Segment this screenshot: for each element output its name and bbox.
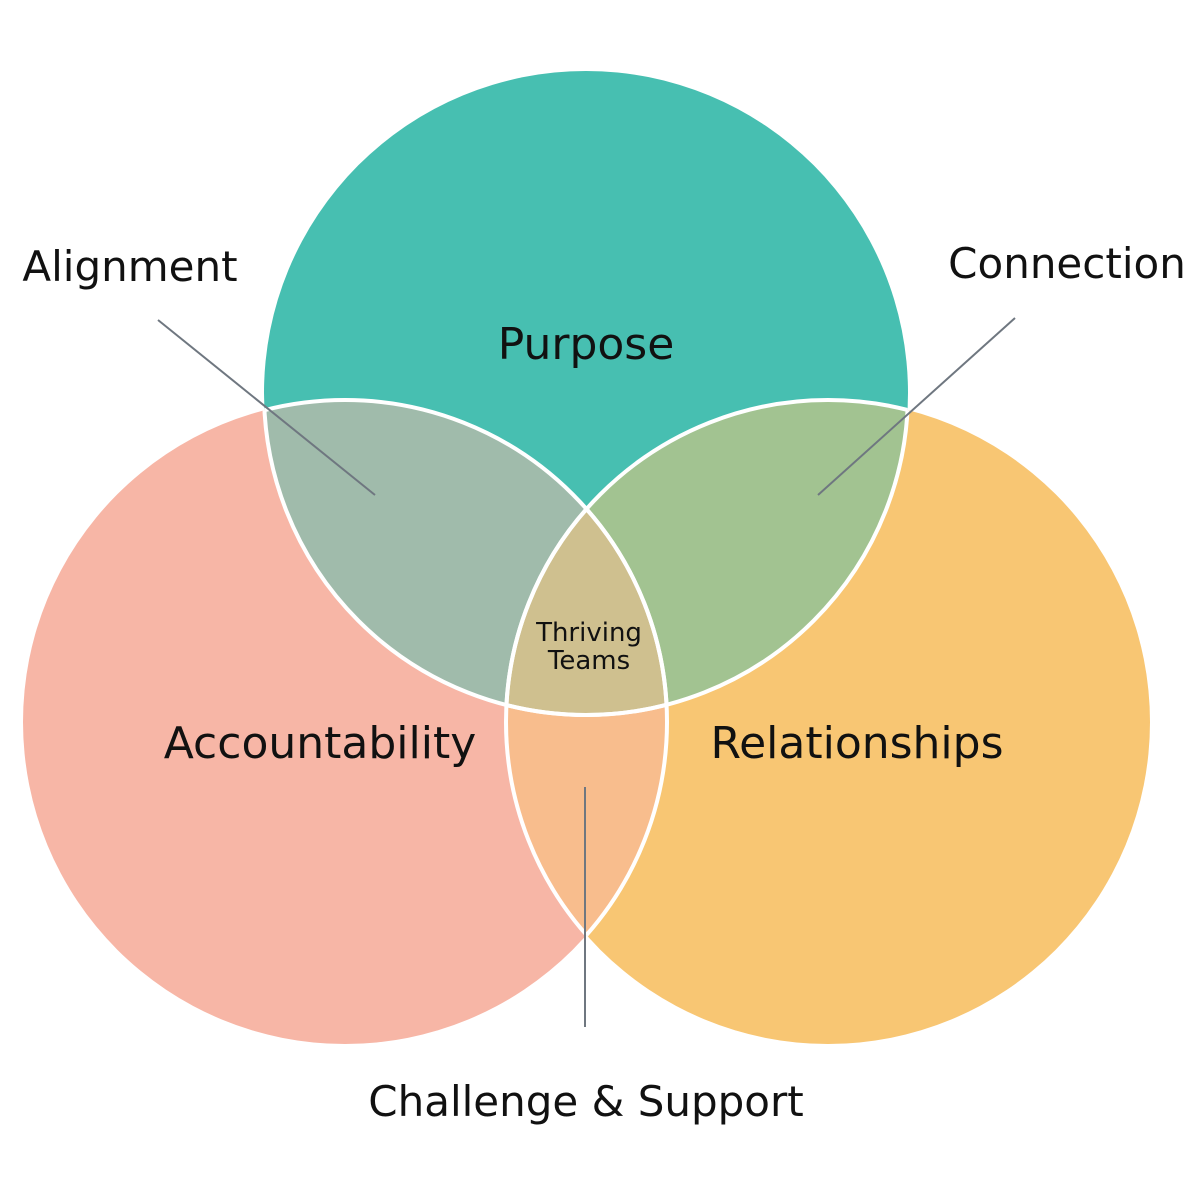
relationships-outline [504,398,908,715]
relationships-outline-left [504,400,667,1044]
accountability-outline-right [506,400,669,1044]
alignment-label: Alignment [22,242,237,291]
accountability-label: Accountability [164,718,477,769]
connection-overlap [506,400,908,715]
alignment-leader-line [157,319,376,496]
purpose-label: Purpose [498,319,675,370]
purpose-outline-right [506,400,910,717]
connection-leader-line [817,317,1016,496]
thriving-teams-label-line2: Teams [547,646,630,676]
connection-label: Connection [948,239,1186,288]
alignment-overlap [264,400,667,715]
challenge-support-label: Challenge & Support [368,1077,803,1126]
accountability-outline [264,398,669,715]
relationships-label: Relationships [710,718,1003,769]
thriving-teams-label-line1: Thriving [535,618,642,648]
